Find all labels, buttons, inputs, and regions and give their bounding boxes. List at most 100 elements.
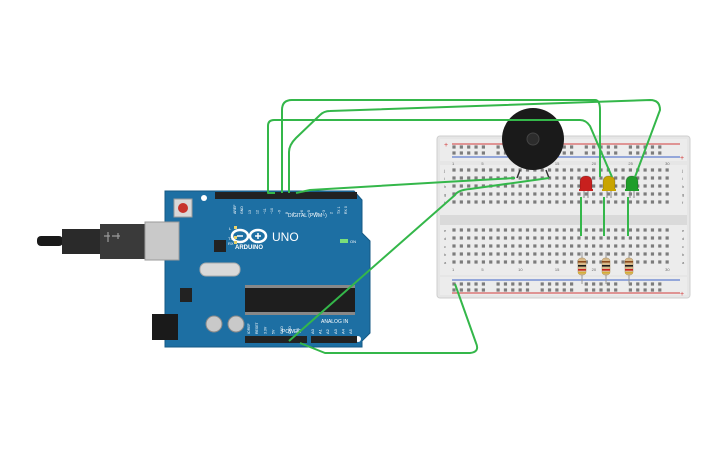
breadboard-hole[interactable]: [489, 168, 493, 172]
breadboard-hole[interactable]: [621, 200, 625, 204]
breadboard-hole[interactable]: [606, 236, 610, 240]
breadboard-hole[interactable]: [525, 184, 530, 188]
rail-hole[interactable]: [606, 145, 610, 149]
breadboard-hole[interactable]: [665, 228, 669, 232]
breadboard-hole[interactable]: [592, 260, 596, 264]
breadboard-hole[interactable]: [621, 236, 625, 240]
breadboard-hole[interactable]: [628, 228, 632, 232]
breadboard-hole[interactable]: [481, 252, 485, 256]
breadboard-hole[interactable]: [481, 168, 485, 172]
breadboard-hole[interactable]: [547, 168, 552, 172]
breadboard-hole[interactable]: [562, 236, 566, 240]
rail-hole[interactable]: [474, 288, 478, 292]
breadboard-hole[interactable]: [643, 236, 647, 240]
breadboard-hole[interactable]: [459, 192, 463, 196]
breadboard-hole[interactable]: [614, 184, 618, 188]
breadboard-hole[interactable]: [540, 260, 544, 264]
breadboard-hole[interactable]: [540, 244, 544, 248]
rail-hole[interactable]: [636, 151, 640, 155]
rail-hole[interactable]: [643, 288, 647, 292]
breadboard-hole[interactable]: [636, 200, 640, 204]
breadboard-hole[interactable]: [577, 168, 581, 172]
breadboard-hole[interactable]: [452, 260, 456, 264]
breadboard-hole[interactable]: [570, 228, 574, 232]
breadboard-hole[interactable]: [467, 192, 471, 196]
breadboard-hole[interactable]: [452, 192, 456, 196]
breadboard-hole[interactable]: [555, 192, 559, 196]
breadboard-hole[interactable]: [562, 192, 566, 196]
breadboard-hole[interactable]: [621, 252, 625, 256]
breadboard-hole[interactable]: [452, 252, 456, 256]
breadboard-hole[interactable]: [459, 200, 463, 204]
resistor[interactable]: [624, 252, 634, 284]
breadboard-hole[interactable]: [636, 236, 640, 240]
breadboard-hole[interactable]: [474, 200, 478, 204]
breadboard-hole[interactable]: [496, 228, 500, 232]
rail-hole[interactable]: [614, 288, 618, 292]
breadboard-hole[interactable]: [570, 176, 574, 180]
breadboard-hole[interactable]: [540, 168, 544, 172]
rail-hole[interactable]: [636, 145, 640, 149]
rail-hole[interactable]: [584, 145, 588, 149]
breadboard-hole[interactable]: [599, 176, 603, 180]
breadboard-hole[interactable]: [555, 228, 559, 232]
breadboard-hole[interactable]: [562, 252, 566, 256]
breadboard-hole[interactable]: [643, 184, 647, 188]
breadboard-hole[interactable]: [467, 236, 471, 240]
breadboard-hole[interactable]: [584, 260, 588, 264]
breadboard-hole[interactable]: [496, 200, 500, 204]
breadboard-hole[interactable]: [467, 252, 471, 256]
breadboard-hole[interactable]: [474, 176, 478, 180]
breadboard-hole[interactable]: [577, 176, 581, 180]
resistor[interactable]: [601, 252, 611, 284]
breadboard-hole[interactable]: [511, 184, 515, 188]
breadboard-hole[interactable]: [489, 200, 493, 204]
breadboard-hole[interactable]: [577, 252, 581, 256]
breadboard-hole[interactable]: [665, 244, 669, 248]
breadboard-hole[interactable]: [570, 260, 574, 264]
rail-hole[interactable]: [650, 288, 655, 292]
breadboard-hole[interactable]: [467, 244, 471, 248]
breadboard-hole[interactable]: [577, 184, 581, 188]
breadboard-hole[interactable]: [452, 200, 456, 204]
breadboard-hole[interactable]: [533, 176, 537, 180]
rail-hole[interactable]: [467, 145, 471, 149]
breadboard-hole[interactable]: [636, 244, 640, 248]
rail-hole[interactable]: [628, 282, 632, 286]
breadboard-hole[interactable]: [621, 192, 625, 196]
breadboard-hole[interactable]: [592, 252, 596, 256]
breadboard-hole[interactable]: [614, 260, 618, 264]
breadboard-hole[interactable]: [606, 192, 610, 196]
breadboard-hole[interactable]: [481, 260, 485, 264]
breadboard-hole[interactable]: [533, 252, 537, 256]
breadboard-hole[interactable]: [459, 236, 463, 240]
breadboard-hole[interactable]: [452, 236, 456, 240]
breadboard-hole[interactable]: [577, 200, 581, 204]
breadboard-hole[interactable]: [562, 228, 566, 232]
wire-gnd-to-rail[interactable]: [299, 283, 479, 354]
breadboard-hole[interactable]: [467, 260, 471, 264]
breadboard-hole[interactable]: [614, 236, 618, 240]
rail-hole[interactable]: [511, 288, 515, 292]
rail-hole[interactable]: [650, 282, 655, 286]
rail-hole[interactable]: [599, 288, 603, 292]
rail-hole[interactable]: [525, 288, 530, 292]
breadboard-hole[interactable]: [584, 192, 588, 196]
rail-hole[interactable]: [474, 145, 478, 149]
rail-hole[interactable]: [503, 282, 508, 286]
breadboard-hole[interactable]: [614, 228, 618, 232]
breadboard-hole[interactable]: [503, 228, 508, 232]
breadboard-hole[interactable]: [467, 228, 471, 232]
breadboard-hole[interactable]: [621, 244, 625, 248]
breadboard-hole[interactable]: [496, 260, 500, 264]
breadboard-hole[interactable]: [643, 260, 647, 264]
breadboard-hole[interactable]: [636, 176, 640, 180]
breadboard-hole[interactable]: [658, 252, 662, 256]
rail-hole[interactable]: [562, 282, 566, 286]
breadboard-hole[interactable]: [570, 252, 574, 256]
breadboard-hole[interactable]: [614, 168, 618, 172]
rail-hole[interactable]: [525, 282, 530, 286]
rail-hole[interactable]: [650, 145, 655, 149]
breadboard-hole[interactable]: [621, 228, 625, 232]
breadboard-hole[interactable]: [555, 200, 559, 204]
